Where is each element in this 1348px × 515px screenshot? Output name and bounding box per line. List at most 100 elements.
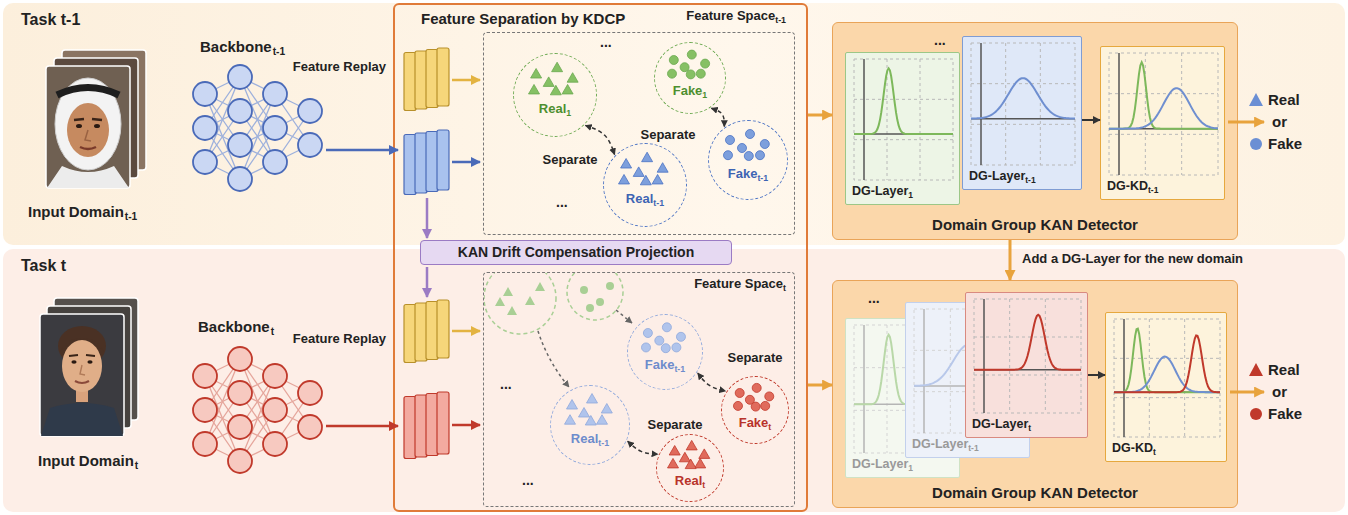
subscript: t-1 <box>1025 175 1035 185</box>
subscript: t <box>135 460 138 471</box>
node-label: Fake <box>673 83 703 98</box>
label-holder: Fake <box>1268 405 1302 422</box>
label-holder: t <box>135 460 138 472</box>
text-holder: Feature Separation by KDCP <box>421 10 625 27</box>
ellipsis: ... <box>500 376 512 392</box>
text-holder: DG-KDt <box>1112 441 1156 458</box>
feature-points <box>514 54 596 136</box>
backbone-network <box>193 65 322 191</box>
subscript: t-1 <box>1148 185 1158 195</box>
subscript: 1 <box>908 463 913 473</box>
edge-label-holder: Separate <box>641 128 696 143</box>
distribution-plot <box>1106 313 1226 461</box>
dg-layer-panel: DG-Layer1 <box>845 52 960 205</box>
text-holder: DG-Layert <box>972 417 1031 434</box>
cluster-circle: Faket-1 <box>627 314 703 390</box>
text-holder: Realt-1 <box>626 192 664 208</box>
text-holder: DG-Layer1 <box>852 184 913 201</box>
label-holder: Fake <box>1268 135 1302 152</box>
text-holder: DG-KDt-1 <box>1107 179 1158 196</box>
text-holder: Domain Group KAN Detector <box>932 216 1138 233</box>
subscript: 1 <box>566 108 571 118</box>
node-label: Real <box>675 473 702 488</box>
distribution-plot <box>963 37 1081 189</box>
text-holder: Domain Group KAN Detector <box>932 484 1138 501</box>
text-holder: KAN Drift Compensation Projection <box>458 244 694 260</box>
ellipsis: ... <box>868 290 880 306</box>
subscript: t <box>1153 447 1156 457</box>
domain-label: Input Domain <box>38 452 134 469</box>
feature-points <box>628 315 702 389</box>
label-holder: ... <box>500 376 512 392</box>
label-holder: ... <box>556 194 568 210</box>
feature-space: Feature SpacetFaket-1Realt-1FaketRealt <box>483 272 795 507</box>
feature-stack <box>404 48 449 111</box>
feature-space: Feature Spacet-1Real1Fake1Realt-1Faket-1 <box>483 32 795 235</box>
node-label: Task t <box>21 257 66 274</box>
feature-stack <box>404 392 449 459</box>
feature-stack <box>404 300 449 363</box>
label-holder: ... <box>868 290 880 306</box>
label-holder: or <box>1272 383 1287 400</box>
text-holder: Faket-1 <box>728 167 768 183</box>
ellipsis: ... <box>934 32 946 48</box>
replay-label: Feature Replay <box>293 331 386 346</box>
ellipsis: ... <box>556 194 568 210</box>
output-label: Real <box>1268 361 1300 378</box>
projection-box: KAN Drift Compensation Projection <box>420 240 732 265</box>
label-holder: t-1 <box>125 211 137 223</box>
cluster-circle: Realt <box>656 434 724 502</box>
flow-arrows <box>326 80 1264 426</box>
text-holder: Realt <box>675 474 705 490</box>
subscript: t <box>271 326 274 337</box>
domain-label: Input Domain <box>28 203 124 220</box>
subscript: 1 <box>908 190 913 200</box>
backbone-network <box>193 347 322 473</box>
subscript: t-1 <box>968 443 978 453</box>
subscript: t-1 <box>273 46 285 57</box>
label-holder: Backbone <box>198 318 270 335</box>
edge-label-holder: Separate <box>543 153 598 168</box>
subscript: t-1 <box>775 15 786 25</box>
label-holder: or <box>1272 113 1287 130</box>
text-holder: Real1 <box>539 102 571 118</box>
node-label: DG-Layer <box>852 184 908 198</box>
subscript: 1 <box>702 90 707 100</box>
distribution-plot <box>1101 47 1224 199</box>
drift-arrows <box>538 310 632 387</box>
face-photos <box>40 298 138 436</box>
label-holder: t-1 <box>273 46 285 58</box>
label-holder: Feature Replay <box>293 60 386 75</box>
connector <box>585 125 614 154</box>
cluster-circle: Realt-1 <box>550 385 630 465</box>
label-holder: ... <box>522 472 534 488</box>
label-holder: Backbone <box>200 38 272 55</box>
node-label: Feature Space <box>694 276 783 291</box>
edge-label: Add a DG-Layer for the new domain <box>1022 251 1243 266</box>
cluster-circle: Realt-1 <box>603 143 687 227</box>
node-label: DG-Layer <box>969 169 1025 183</box>
subscript: t-1 <box>653 198 664 208</box>
node-label: Task t-1 <box>21 11 80 28</box>
output-icons <box>1249 93 1263 420</box>
connector <box>698 373 726 391</box>
connector <box>808 114 832 117</box>
connector <box>1082 119 1100 121</box>
connector <box>628 441 658 454</box>
feature-points <box>551 386 629 464</box>
label-holder: t <box>271 326 274 338</box>
node-label: Real <box>571 431 598 446</box>
text-holder: Fake1 <box>673 84 708 100</box>
output-label: or <box>1272 113 1287 130</box>
edge-label-holder: Separate <box>648 418 703 433</box>
feature-points <box>604 144 686 226</box>
ellipsis: ... <box>522 472 534 488</box>
cluster-circle: Fake1 <box>654 42 726 114</box>
feature-stack <box>404 130 449 195</box>
detector-box: Domain Group KAN DetectorDG-Layer1DG-Lay… <box>832 280 1238 508</box>
node-label: Fake <box>728 166 758 181</box>
feature-points <box>655 43 725 113</box>
subscript: t-1 <box>674 364 685 374</box>
subscript: t <box>783 283 786 293</box>
text-holder: DG-Layert-1 <box>969 169 1036 186</box>
